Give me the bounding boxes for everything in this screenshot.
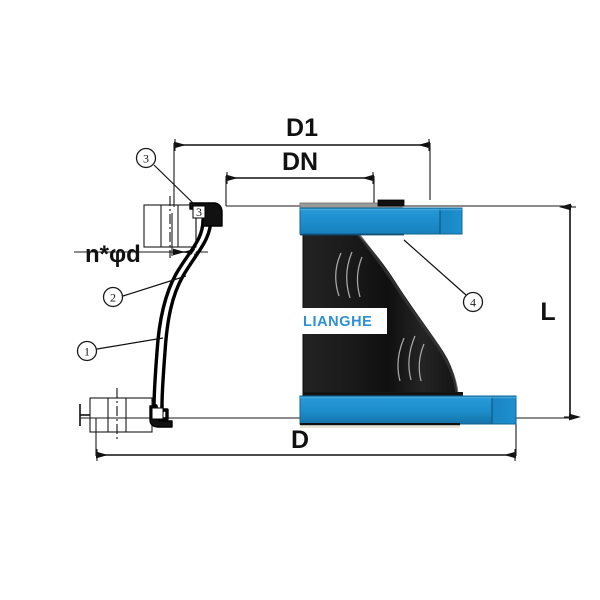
bolt-hole-detail-bottom [79, 388, 153, 442]
callout-4-label: 4 [470, 296, 476, 310]
callout-3-label: 3 [143, 152, 149, 166]
dimension-L: L [540, 203, 581, 421]
flange-upper [299, 207, 463, 236]
dimension-bolt-holes: n*φd [85, 241, 141, 268]
flange-lower [299, 395, 517, 428]
dimension-D1: D1 [174, 114, 430, 151]
dimension-label-n-phi-d: n*φd [85, 241, 141, 268]
dimension-label-D: D [291, 426, 309, 454]
steel-wire-ring-top: 3 [189, 202, 223, 227]
upper-gasket-plate [299, 199, 405, 209]
wire-ring-marker-label-top: 3 [196, 205, 202, 219]
dimension-DN: DN [226, 148, 374, 184]
steel-wire-ring-bottom: ​ [149, 405, 173, 428]
callout-2-label: 2 [110, 291, 116, 305]
callout-4: 4 [403, 239, 484, 313]
dimension-D: D [96, 426, 516, 461]
brand-logo-text: LIANGHE [303, 314, 372, 330]
rubber-texture-arcs-lower [397, 335, 425, 382]
callout-3: 3 [135, 147, 197, 207]
callout-1: 1 [76, 337, 164, 362]
callout-1-label: 1 [84, 345, 90, 359]
bolt-hole-detail-top [143, 196, 197, 258]
dimension-label-DN: DN [282, 148, 318, 176]
callout-2: 2 [102, 275, 187, 308]
brand-logo: LIANGHE [295, 308, 387, 334]
dimension-label-D1: D1 [286, 114, 318, 142]
dimension-label-L: L [540, 298, 555, 326]
rubber-texture-arcs-upper [335, 251, 363, 299]
